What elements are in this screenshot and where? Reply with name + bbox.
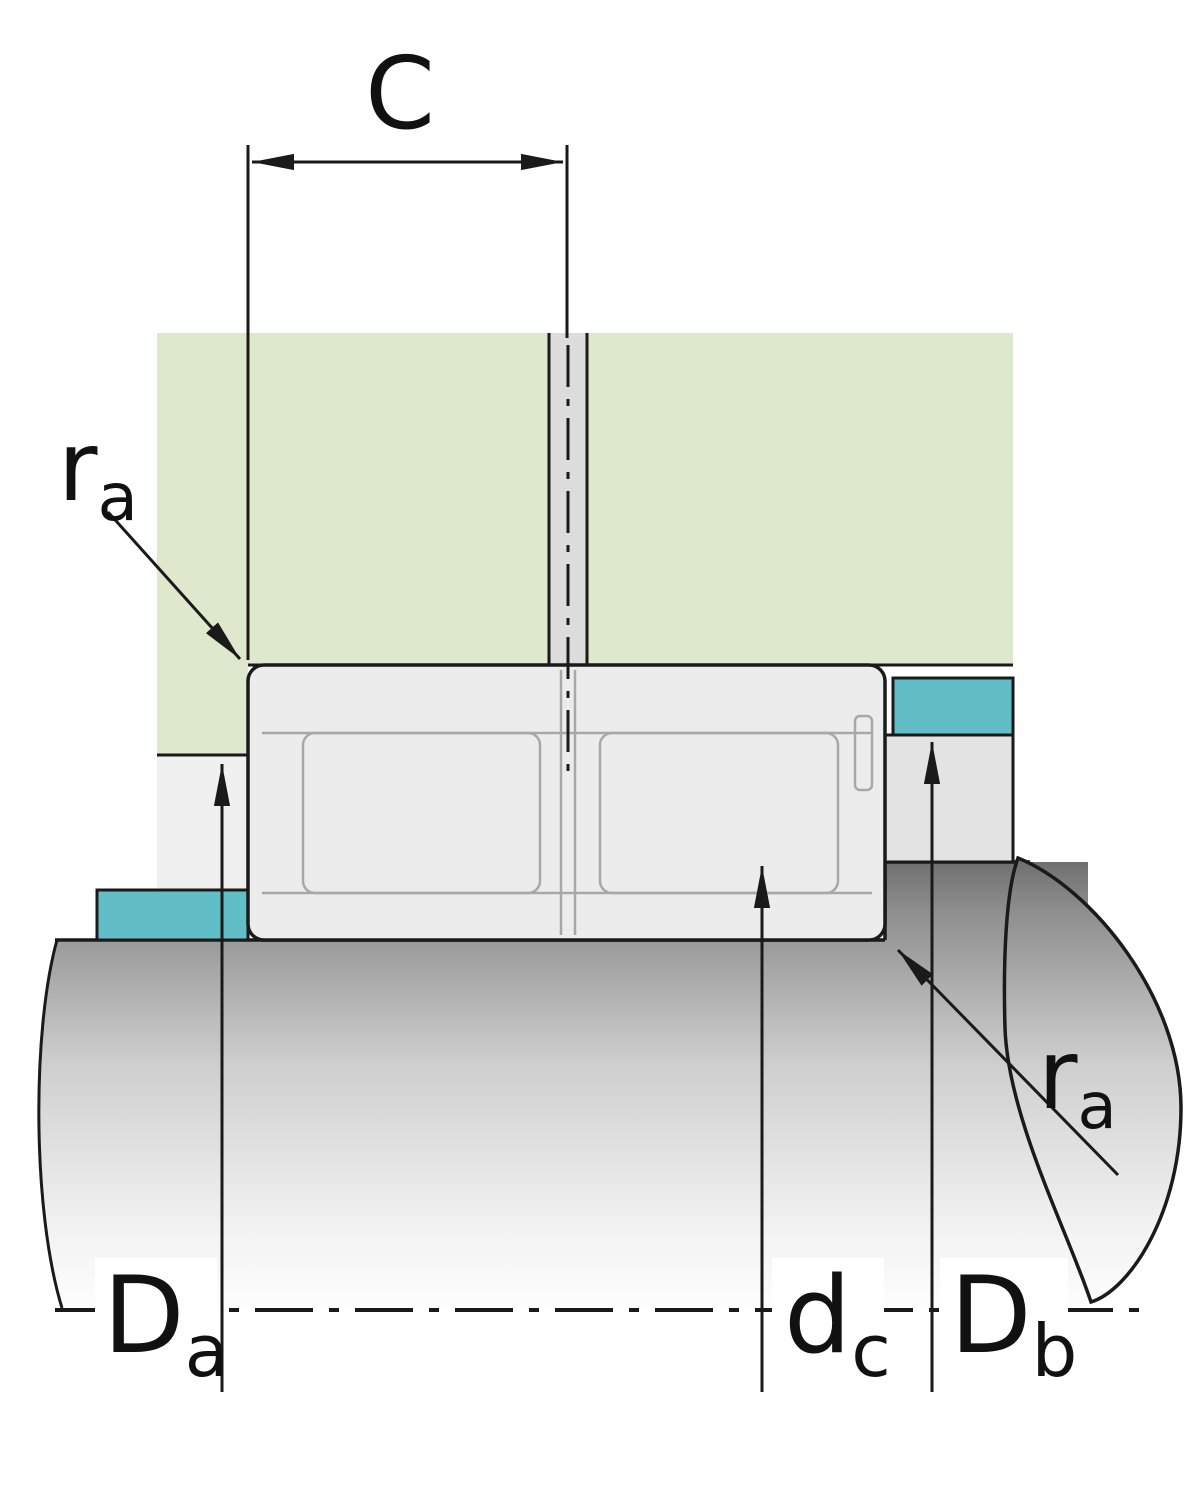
bearing-assembly <box>246 345 887 942</box>
dimension-dc-label-bg <box>772 1258 884 1378</box>
shaft-left-edge <box>37 939 64 1309</box>
ra-bottom-label: ra <box>1038 1019 1117 1144</box>
dimension-dc: dc <box>753 866 891 1393</box>
dimension-c-label-text: C <box>365 35 435 152</box>
roller-right <box>598 731 840 895</box>
housing-left-shoulder <box>157 665 248 755</box>
shaft-shoulder-surface <box>1002 855 1183 1305</box>
ra-top-label: ra <box>58 411 138 536</box>
roller-left <box>301 731 542 895</box>
fillet-radius-ra-bottom: ra <box>896 948 1120 1177</box>
ra-top-arrow <box>106 510 242 661</box>
dimension-da-label-bg <box>95 1258 217 1378</box>
dimension-c: C <box>246 35 569 660</box>
ra-top-label-sub: a <box>97 459 137 536</box>
dimension-c-extension-lines <box>246 145 569 660</box>
snap-ring-groove <box>853 714 874 792</box>
dimension-da-label: Da <box>103 1254 229 1393</box>
dimension-c-label: C <box>365 35 435 152</box>
dimension-da-label-main: D <box>103 1254 185 1377</box>
shoulder-face <box>883 733 1015 864</box>
ring-split-lines <box>559 670 577 935</box>
housing-left-seat <box>157 755 248 890</box>
ra-bottom-label-sub: a <box>1077 1070 1116 1144</box>
dimension-dc-label-sub: c <box>851 1309 891 1393</box>
dimension-db-label-bg <box>940 1258 1068 1378</box>
dimension-da: Da <box>95 764 231 1393</box>
ra-bottom-label-main: r <box>1038 1019 1078 1131</box>
ra-bottom-arrow <box>896 948 1120 1177</box>
lubrication-hole-walls <box>547 333 589 665</box>
dimension-dc-label: dc <box>784 1254 891 1393</box>
ra-top-label-main: r <box>58 411 98 523</box>
shaft-body <box>38 862 1089 1308</box>
dimension-da-label-sub: a <box>185 1309 229 1393</box>
fillet-radius-ra-top: ra <box>58 411 242 661</box>
dimension-dc-label-main: d <box>784 1254 851 1377</box>
dimension-db-label-sub: b <box>1032 1309 1078 1393</box>
dimension-db-label: Db <box>950 1254 1077 1393</box>
snap-ring-right <box>891 676 1015 737</box>
locating-ring-left <box>95 888 250 942</box>
dimension-db: Db <box>923 742 1077 1393</box>
dimension-db-label-main: D <box>950 1254 1032 1377</box>
bearing-outer-ring <box>246 663 887 942</box>
